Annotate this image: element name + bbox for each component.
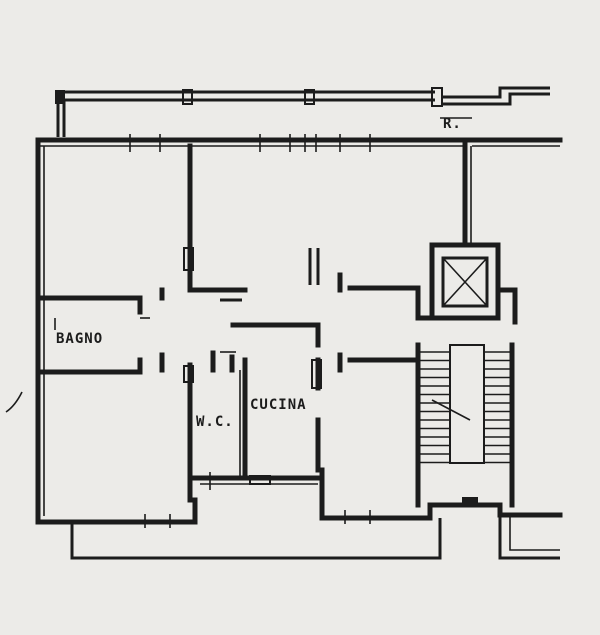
door-marks	[54, 317, 236, 353]
top-balcony	[55, 86, 550, 137]
room-label-cucina: CUCINA	[250, 397, 307, 413]
elevator	[415, 242, 518, 325]
room-label-wc: W.C.	[196, 414, 234, 430]
pencil-mark	[5, 391, 23, 413]
r-mark: R.	[443, 116, 462, 132]
staircase	[415, 342, 515, 508]
room-label-bagno: BAGNO	[56, 331, 103, 347]
top-wall	[35, 134, 563, 152]
outer-walls	[35, 137, 563, 525]
bottom-balcony	[70, 515, 560, 560]
interior-walls	[35, 143, 421, 528]
